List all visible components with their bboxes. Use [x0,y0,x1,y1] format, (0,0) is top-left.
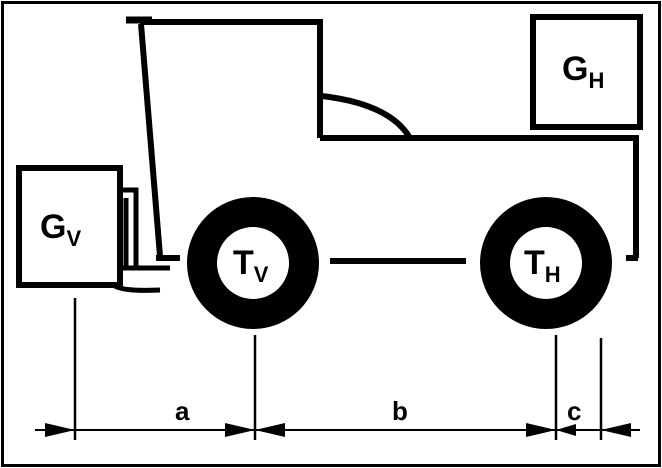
front-hitch-lower [110,282,161,293]
label-gh-main: G [562,50,588,88]
front-mount-bracket [120,187,139,270]
front-pillar [138,23,163,257]
front-implement [16,165,170,293]
dimension-arrows [45,423,631,437]
label-th-main: T [524,244,545,282]
cab-outline [140,19,323,138]
arrow-b-right [526,423,556,437]
label-gh-sub: H [588,68,604,93]
front-hub [217,227,289,299]
arrow-a-right [225,423,255,437]
dim-label-c: c [567,396,581,426]
front-ballast-box [16,165,123,288]
arrow-b-left [255,423,285,437]
label-tv: TV [233,244,269,287]
dim-label-b: b [392,396,408,426]
label-tv-sub: V [254,262,269,287]
rear-wheel [480,197,612,329]
rear-hub [510,227,582,299]
arrow-a-left [45,423,75,437]
tractor-body [126,16,639,264]
arrow-c-right [601,423,631,437]
dimension-extension-lines [73,298,603,440]
seat [321,93,413,140]
front-wheel [187,197,319,329]
label-tv-main: T [233,244,254,282]
label-gv: GV [40,208,81,251]
rear-deck [320,135,639,258]
rear-ballast-box [530,14,643,130]
label-th: TH [524,244,561,287]
label-gh: GH [562,50,604,93]
dim-label-a: a [175,396,190,426]
label-th-sub: H [545,262,561,287]
label-gv-main: G [40,208,66,246]
arrow-c-left [556,424,576,436]
label-gv-sub: V [66,226,81,251]
